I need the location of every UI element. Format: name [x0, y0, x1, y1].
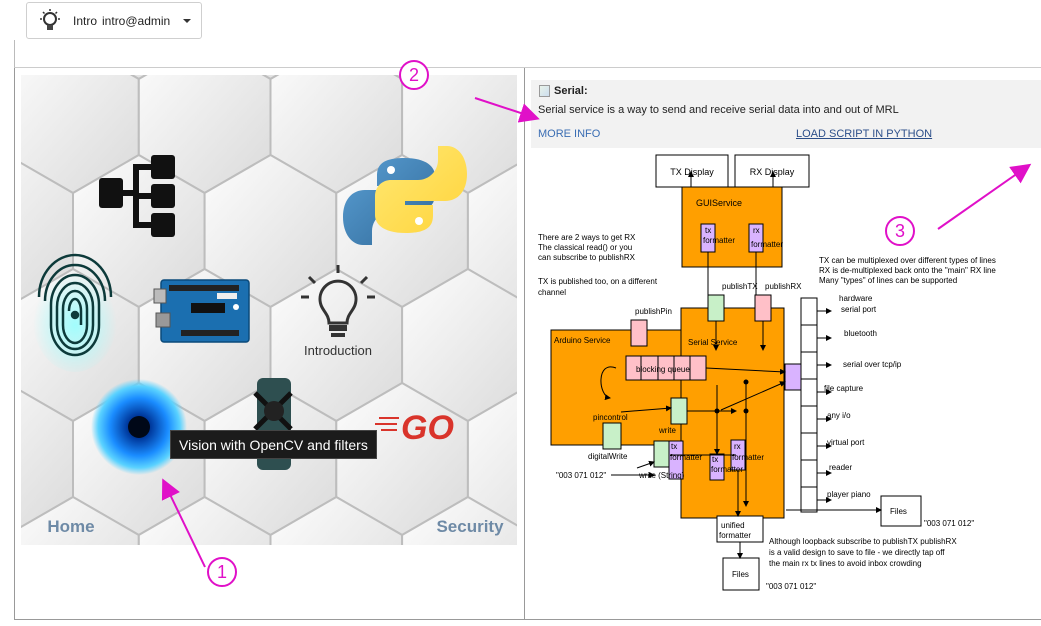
unified-formatter-label: unified — [721, 521, 745, 530]
hex-tile — [21, 495, 140, 545]
service-image-icon — [539, 85, 550, 97]
introduction-tile-label[interactable]: Introduction — [304, 343, 372, 358]
network-tree-icon[interactable] — [99, 155, 175, 237]
note-loopback-1: Although loopback subscribe to publishTX… — [769, 537, 957, 546]
serial-rx-formatter-label-2: formatter — [732, 453, 764, 462]
arduino-service-label: Arduino Service — [554, 336, 611, 345]
note-lines-3: Many "types" of lines can be supported — [819, 276, 957, 285]
tx-display-label: TX Display — [670, 167, 714, 177]
note-tx-line2: channel — [538, 288, 566, 297]
note-rx-line3: can subscribe to publishRX — [538, 253, 636, 262]
service-title: Serial: — [554, 85, 588, 97]
home-tile-label[interactable]: Home — [47, 517, 94, 536]
note-lines-1: TX can be multiplexed over different typ… — [819, 256, 996, 265]
lightbulb-icon — [40, 8, 60, 30]
publish-rx-label: publishRX — [765, 282, 802, 291]
content-frame — [14, 68, 1041, 620]
line-bluetooth-label: bluetooth — [844, 329, 877, 338]
hex-tile — [269, 495, 404, 545]
hex-tile — [401, 495, 517, 545]
service-info-header: Serial: Serial service is a way to send … — [531, 80, 1041, 148]
data-string-label-1: "003 071 012" — [556, 471, 606, 480]
note-rx-line1: There are 2 ways to get RX — [538, 233, 636, 242]
line-hardware-label: hardware — [839, 294, 873, 303]
line-virtual-port-label: virtual port — [827, 438, 865, 447]
serial-tx-formatter-label: tx — [671, 442, 677, 451]
gui-service-label: GUIService — [696, 198, 742, 208]
note-tx-line1: TX is published too, on a different — [538, 277, 658, 286]
pincontrol-label: pincontrol — [593, 413, 628, 422]
rx-display-label: RX Display — [750, 167, 795, 177]
load-script-python-link[interactable]: LOAD SCRIPT IN PYTHON — [796, 128, 933, 140]
vision-tooltip: Vision with OpenCV and filters — [170, 430, 377, 459]
arduino-board-icon[interactable] — [153, 279, 250, 343]
go-logo-icon[interactable]: GO — [375, 409, 454, 447]
digital-write-label: digitalWrite — [588, 452, 628, 461]
note-lines-2: RX is de-multiplexed back onto the "main… — [819, 266, 996, 275]
callout-1: 1 — [207, 557, 237, 587]
note-loopback-2: is a valid design to save to file - we d… — [769, 548, 945, 557]
line-player-piano-label: player piano — [827, 490, 871, 499]
unified-formatter-label-2: formatter — [719, 531, 751, 540]
data-string-label-3: "003 071 012" — [924, 519, 974, 528]
gui-rx-formatter-label-2: formatter — [751, 240, 783, 249]
service-description: Serial service is a way to send and rece… — [538, 104, 899, 116]
data-string-label-2: "003 071 012" — [766, 582, 816, 591]
serial-service-label: Serial Service — [688, 338, 738, 347]
line-tcp-label: serial over tcp/ip — [843, 360, 902, 369]
line-any-io-label: any i/o — [827, 411, 851, 420]
toolbar-band — [14, 40, 1041, 68]
serial-service-diagram: TX Display RX Display GUIService tx form… — [531, 150, 1041, 600]
blocking-queue-label: blocking queue — [636, 365, 690, 374]
line-reader-label: reader — [829, 463, 852, 472]
chevron-down-icon — [183, 19, 191, 23]
user-name: intro@admin — [102, 13, 171, 28]
user-label: Intro — [73, 13, 98, 28]
more-info-link[interactable]: MORE INFO — [538, 128, 601, 140]
go-tile-label: GO — [401, 409, 454, 447]
publish-pin-label: publishPin — [635, 307, 672, 316]
serial-tx2-formatter-label: tx — [712, 455, 718, 464]
gui-tx-formatter-label-2: formatter — [703, 236, 735, 245]
gui-rx-formatter-label: rx — [753, 226, 760, 235]
write-string-label: write (String) — [638, 471, 685, 480]
introduction-lightbulb-icon[interactable] — [301, 265, 375, 337]
service-hex-board: Introduction GO Home Security — [21, 75, 517, 545]
callout-2: 2 — [399, 60, 429, 90]
files-label-1: Files — [732, 570, 749, 579]
panel-divider[interactable] — [524, 68, 525, 620]
write-label: write — [658, 426, 676, 435]
user-menu[interactable]: Intro intro@admin — [26, 2, 202, 39]
line-file-capture-label: file capture — [824, 384, 864, 393]
note-loopback-3: the main rx tx lines to avoid inbox crow… — [769, 559, 922, 568]
line-serial-port-label: serial port — [841, 305, 877, 314]
serial-tx-formatter-label-2: formatter — [670, 453, 702, 462]
security-tile-label[interactable]: Security — [436, 517, 504, 536]
note-rx-line2: The classical read() or you — [538, 243, 632, 252]
serial-tx2-formatter-label-2: formatter — [711, 465, 743, 474]
serial-rx-formatter-label: rx — [734, 442, 741, 451]
fingerprint-icon[interactable] — [33, 253, 117, 372]
callout-3: 3 — [885, 216, 915, 246]
publish-tx-label: publishTX — [722, 282, 758, 291]
vision-eye-icon[interactable] — [91, 379, 187, 475]
python-logo-icon[interactable] — [343, 146, 467, 245]
files-label-2: Files — [890, 507, 907, 516]
gui-tx-formatter-label: tx — [705, 226, 711, 235]
